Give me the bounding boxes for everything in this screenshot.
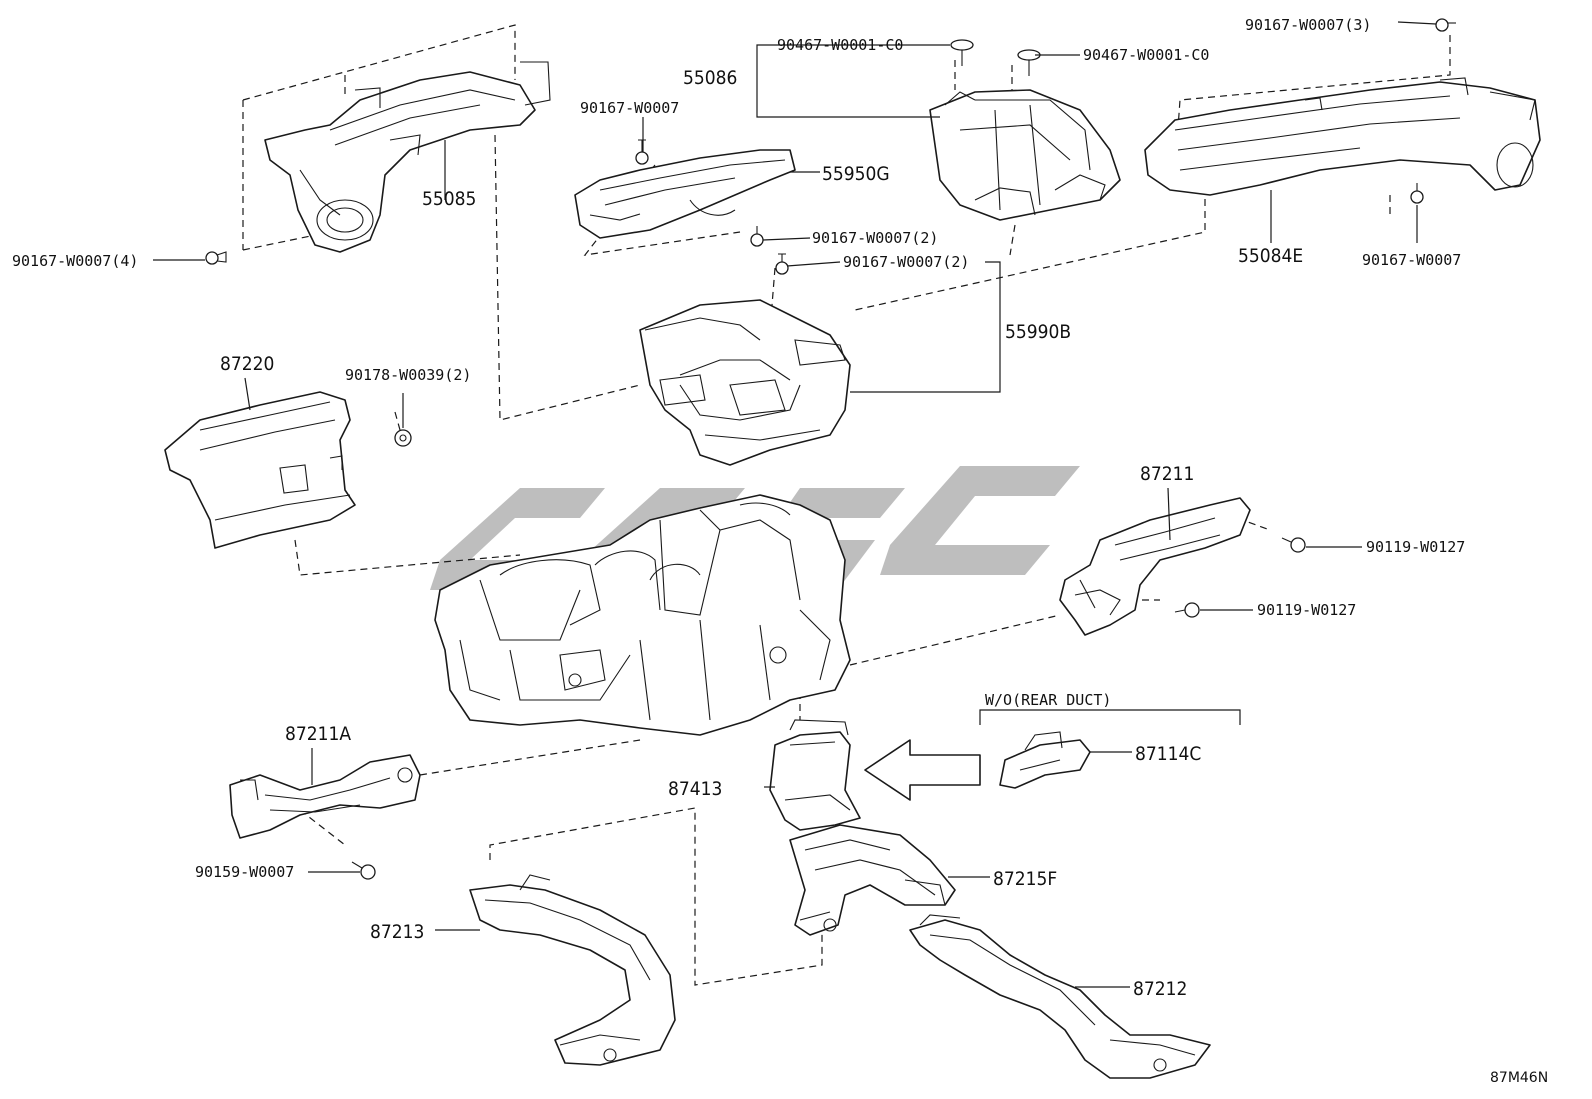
label-nut-w0039: 90178-W0039(2)	[345, 366, 471, 384]
panel-55950G	[574, 149, 796, 239]
duct-87215F	[789, 824, 956, 936]
bolt-icon	[205, 251, 227, 265]
duct-87220	[164, 391, 356, 549]
label-bolt-w0007-3: 90167-W0007(3)	[1245, 16, 1371, 34]
bolt-icon	[635, 139, 649, 165]
label-bolt-w0127-a: 90119-W0127	[1366, 538, 1465, 556]
duct-87211A	[229, 754, 421, 839]
label-bolt-w0007-2a: 90167-W0007(2)	[812, 229, 938, 247]
clip-87114C	[999, 731, 1091, 789]
duct-87211	[1059, 497, 1251, 636]
duct-87212	[909, 914, 1211, 1079]
label-bolt-w0007-a: 90167-W0007	[580, 99, 679, 117]
bolt-icon	[750, 226, 764, 247]
part-labels: 55085 55086 55950G 55084E 55990B 87220 8…	[12, 16, 1548, 1086]
bolt-icon	[351, 861, 376, 880]
label-55086: 55086	[683, 67, 737, 89]
label-87220: 87220	[220, 353, 274, 375]
housing-55990B	[639, 299, 851, 466]
label-55085: 55085	[422, 188, 476, 210]
label-bolt-w0127-b: 90119-W0127	[1257, 601, 1356, 619]
label-87413: 87413	[668, 778, 722, 800]
label-87212: 87212	[1133, 978, 1187, 1000]
label-bolt-w0007-4: 90167-W0007(4)	[12, 252, 138, 270]
bolt-icon	[1174, 602, 1200, 618]
label-87114C: 87114C	[1135, 743, 1201, 765]
label-bolt-w0007-159: 90159-W0007	[195, 863, 294, 881]
note-bracket	[979, 709, 1241, 725]
label-bolt-w0007-2b: 90167-W0007(2)	[843, 253, 969, 271]
leader-lines	[153, 21, 1437, 988]
label-note-rear-duct: W/O(REAR DUCT)	[985, 691, 1111, 709]
clip-icon	[1017, 49, 1041, 76]
label-87213: 87213	[370, 921, 424, 943]
label-87211: 87211	[1140, 463, 1194, 485]
clip-icon	[950, 39, 974, 66]
label-87211A: 87211A	[285, 723, 351, 745]
label-55950G: 55950G	[822, 163, 890, 185]
duct-87213	[469, 874, 676, 1066]
duct-55085	[264, 61, 551, 253]
bolt-icon	[775, 253, 789, 275]
bolt-icon	[1281, 537, 1306, 553]
hvac-unit	[434, 494, 851, 736]
label-55084E: 55084E	[1238, 245, 1303, 267]
label-87215F: 87215F	[993, 868, 1057, 890]
bolt-icon	[1410, 183, 1424, 204]
fasteners	[205, 18, 1456, 880]
label-bolt-w0007-b: 90167-W0007	[1362, 251, 1461, 269]
diagram-code: 87M46N	[1490, 1070, 1548, 1086]
label-clip-c0-b: 90467-W0001-C0	[1083, 46, 1209, 64]
label-55990B: 55990B	[1005, 321, 1071, 343]
duct-87413	[769, 719, 861, 831]
nozzle-55086	[929, 89, 1121, 221]
label-clip-c0-a: 90467-W0001-C0	[777, 36, 903, 54]
direction-arrow	[864, 739, 981, 801]
duct-55084E	[1144, 77, 1541, 196]
bolt-icon	[1435, 18, 1456, 32]
nut-icon	[394, 429, 412, 447]
